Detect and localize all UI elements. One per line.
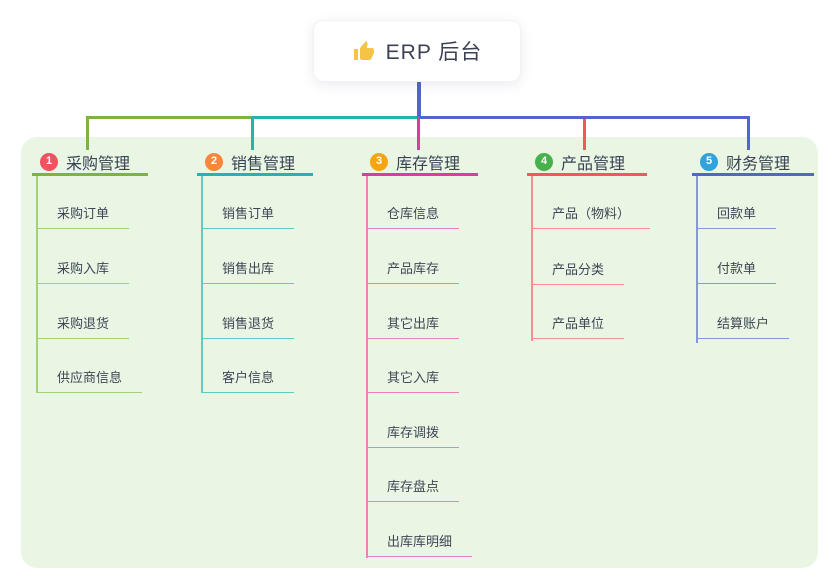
child-node[interactable]: 采购入库 [36,260,130,284]
child-node[interactable]: 结算账户 [696,315,790,339]
branch-label: 财务管理 [726,155,791,173]
child-node[interactable]: 其它入库 [366,369,460,393]
connector-line-sales [251,116,420,119]
child-node[interactable]: 回款单 [696,205,777,229]
connector-drop-purchase [86,116,89,150]
branch-header-finance[interactable]: 5 财务管理 [692,150,814,176]
child-node[interactable]: 仓库信息 [366,205,460,229]
badge-5: 5 [700,152,718,171]
branch-header-inventory[interactable]: 3 库存管理 [362,150,478,176]
branch-rail [531,176,533,341]
connector-drop-finance [747,116,750,150]
root-node-label: ERP 后台 [385,41,483,64]
branch-rail [696,176,698,343]
connector-drop-sales [251,116,254,150]
child-node[interactable]: 采购订单 [36,205,130,229]
child-node[interactable]: 库存调拨 [366,424,460,448]
branch-label: 产品管理 [561,155,626,173]
branch-header-purchase[interactable]: 1 采购管理 [32,150,148,176]
child-node[interactable]: 采购退货 [36,315,130,339]
child-node[interactable]: 产品库存 [366,260,460,284]
child-node[interactable]: 产品（物料） [531,205,651,229]
root-node[interactable]: ERP 后台 [313,20,521,82]
badge-2: 2 [205,152,223,171]
child-node[interactable]: 销售出库 [201,260,295,284]
badge-4: 4 [535,152,553,171]
branch-rail [201,176,203,393]
child-node[interactable]: 供应商信息 [36,369,143,393]
branch-label: 采购管理 [66,155,131,173]
child-node[interactable]: 销售订单 [201,205,295,229]
mindmap-panel [21,137,818,568]
badge-1: 1 [40,152,58,171]
branch-header-product[interactable]: 4 产品管理 [527,150,647,176]
branch-header-sales[interactable]: 2 销售管理 [197,150,313,176]
child-node[interactable]: 产品分类 [531,261,625,285]
branch-rail [36,176,38,393]
child-node[interactable]: 付款单 [696,260,777,284]
connector-line-finance [417,116,750,119]
branch-label: 销售管理 [231,155,296,173]
branch-rail [366,176,368,558]
root-connector-stub [417,82,421,117]
thumbs-up-icon [353,41,374,60]
connector-drop-product [583,116,586,150]
branch-label: 库存管理 [396,155,461,173]
badge-3: 3 [370,152,388,171]
connector-drop-inventory [417,116,420,150]
child-node[interactable]: 客户信息 [201,369,295,393]
child-node[interactable]: 其它出库 [366,315,460,339]
child-node[interactable]: 库存盘点 [366,478,460,502]
child-node[interactable]: 产品单位 [531,315,625,339]
child-node[interactable]: 出库库明细 [366,533,473,557]
child-node[interactable]: 销售退货 [201,315,295,339]
